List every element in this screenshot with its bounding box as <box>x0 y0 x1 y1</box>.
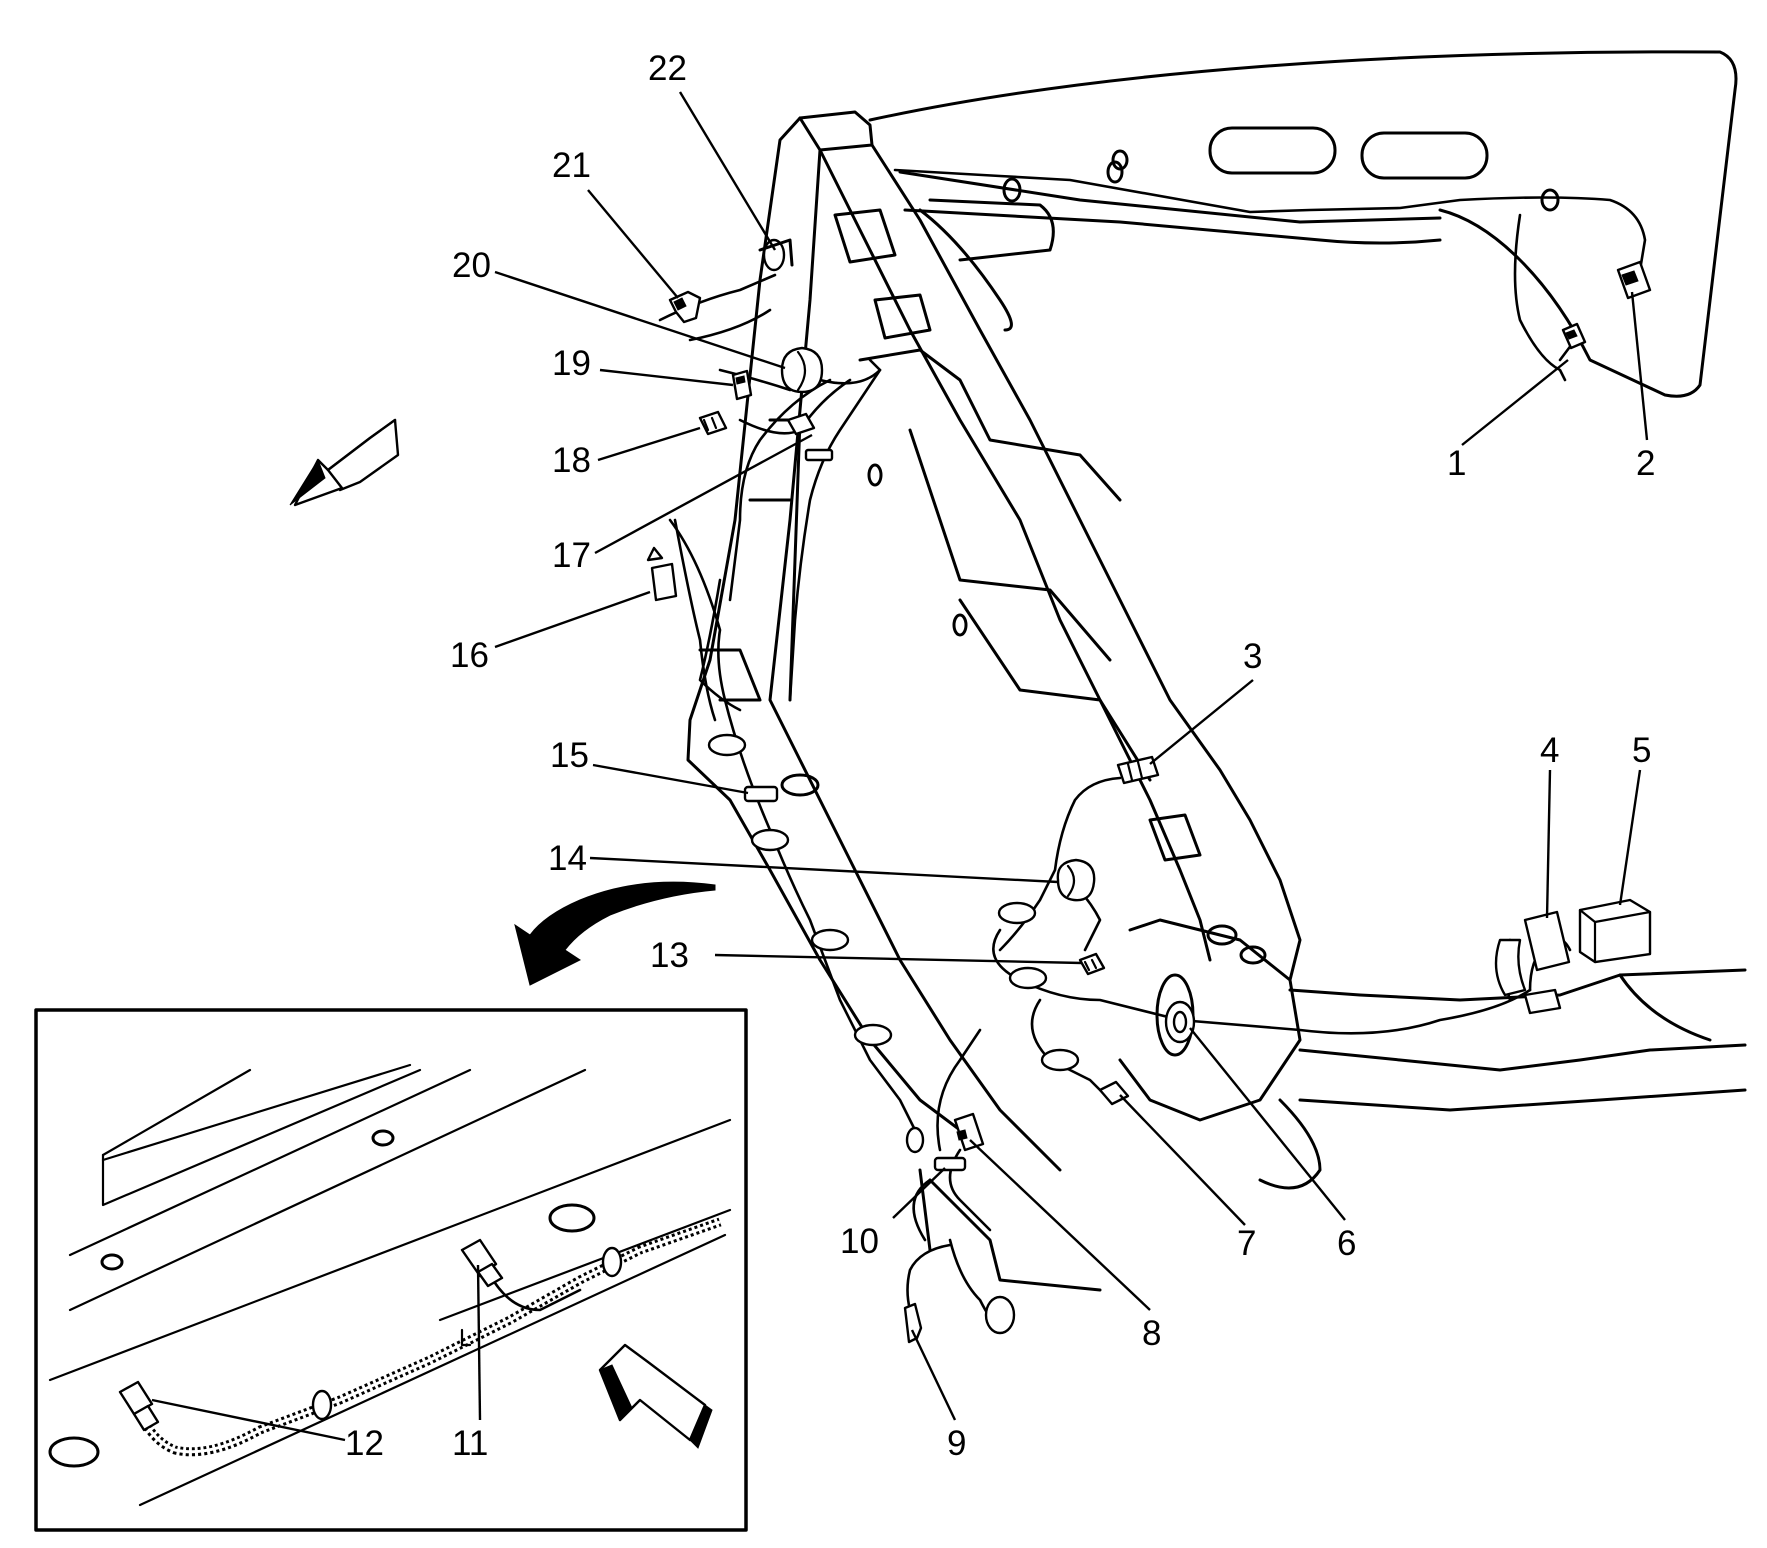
wiring-harness <box>658 168 1647 1332</box>
callout-22: 22 <box>648 49 687 88</box>
grommet-22 <box>758 238 794 272</box>
callout-3: 3 <box>1243 637 1262 676</box>
callout-2: 2 <box>1636 444 1655 483</box>
detail-inset <box>34 1008 748 1532</box>
connector-7 <box>1098 1080 1130 1106</box>
connector-3 <box>1116 755 1160 785</box>
module-4 <box>1494 910 1571 1015</box>
callout-10: 10 <box>840 1222 879 1261</box>
callout-9: 9 <box>947 1424 966 1463</box>
connector-18 <box>698 410 728 436</box>
connector-21 <box>668 290 702 324</box>
connector-16 <box>646 546 678 602</box>
connector-14 <box>1056 858 1096 902</box>
module-5 <box>1578 898 1652 964</box>
connector-13 <box>1078 952 1106 976</box>
callout-20: 20 <box>452 246 491 285</box>
callout-4: 4 <box>1540 731 1559 770</box>
callout-21: 21 <box>552 146 591 185</box>
forward-direction-arrow-icon <box>289 418 400 507</box>
clip-15 <box>707 733 1080 1335</box>
connector-20 <box>780 346 824 394</box>
callout-12: 12 <box>345 1424 384 1463</box>
callout-5: 5 <box>1632 731 1651 770</box>
connector-1 <box>1561 322 1587 350</box>
callout-7: 7 <box>1237 1224 1256 1263</box>
leader-lines <box>151 91 1649 1442</box>
clip-10 <box>905 1126 967 1172</box>
callout-18: 18 <box>552 441 591 480</box>
curved-detail-arrow-icon <box>514 881 716 986</box>
callout-16: 16 <box>450 636 489 675</box>
connector-19 <box>731 369 753 401</box>
callout-labels: 1 2 3 4 5 6 7 8 9 10 11 12 13 14 15 16 1… <box>345 49 1655 1463</box>
terminal-9 <box>903 1302 923 1344</box>
callout-8: 8 <box>1142 1314 1161 1353</box>
forward-direction-arrow-icon <box>598 1343 713 1449</box>
callout-11: 11 <box>452 1424 488 1463</box>
callout-19: 19 <box>552 344 591 383</box>
callout-14: 14 <box>548 839 587 878</box>
fender-panel <box>868 50 1738 398</box>
grommet-6 <box>1164 1000 1196 1044</box>
callout-17: 17 <box>552 536 591 575</box>
callout-1: 1 <box>1447 444 1466 483</box>
callout-6: 6 <box>1337 1224 1356 1263</box>
callout-15: 15 <box>550 736 589 775</box>
callout-13: 13 <box>650 936 689 975</box>
connector-8 <box>953 1112 985 1152</box>
radiator-support-frame <box>686 110 1302 1292</box>
connector-17 <box>786 412 834 462</box>
connector-2 <box>1616 260 1652 300</box>
